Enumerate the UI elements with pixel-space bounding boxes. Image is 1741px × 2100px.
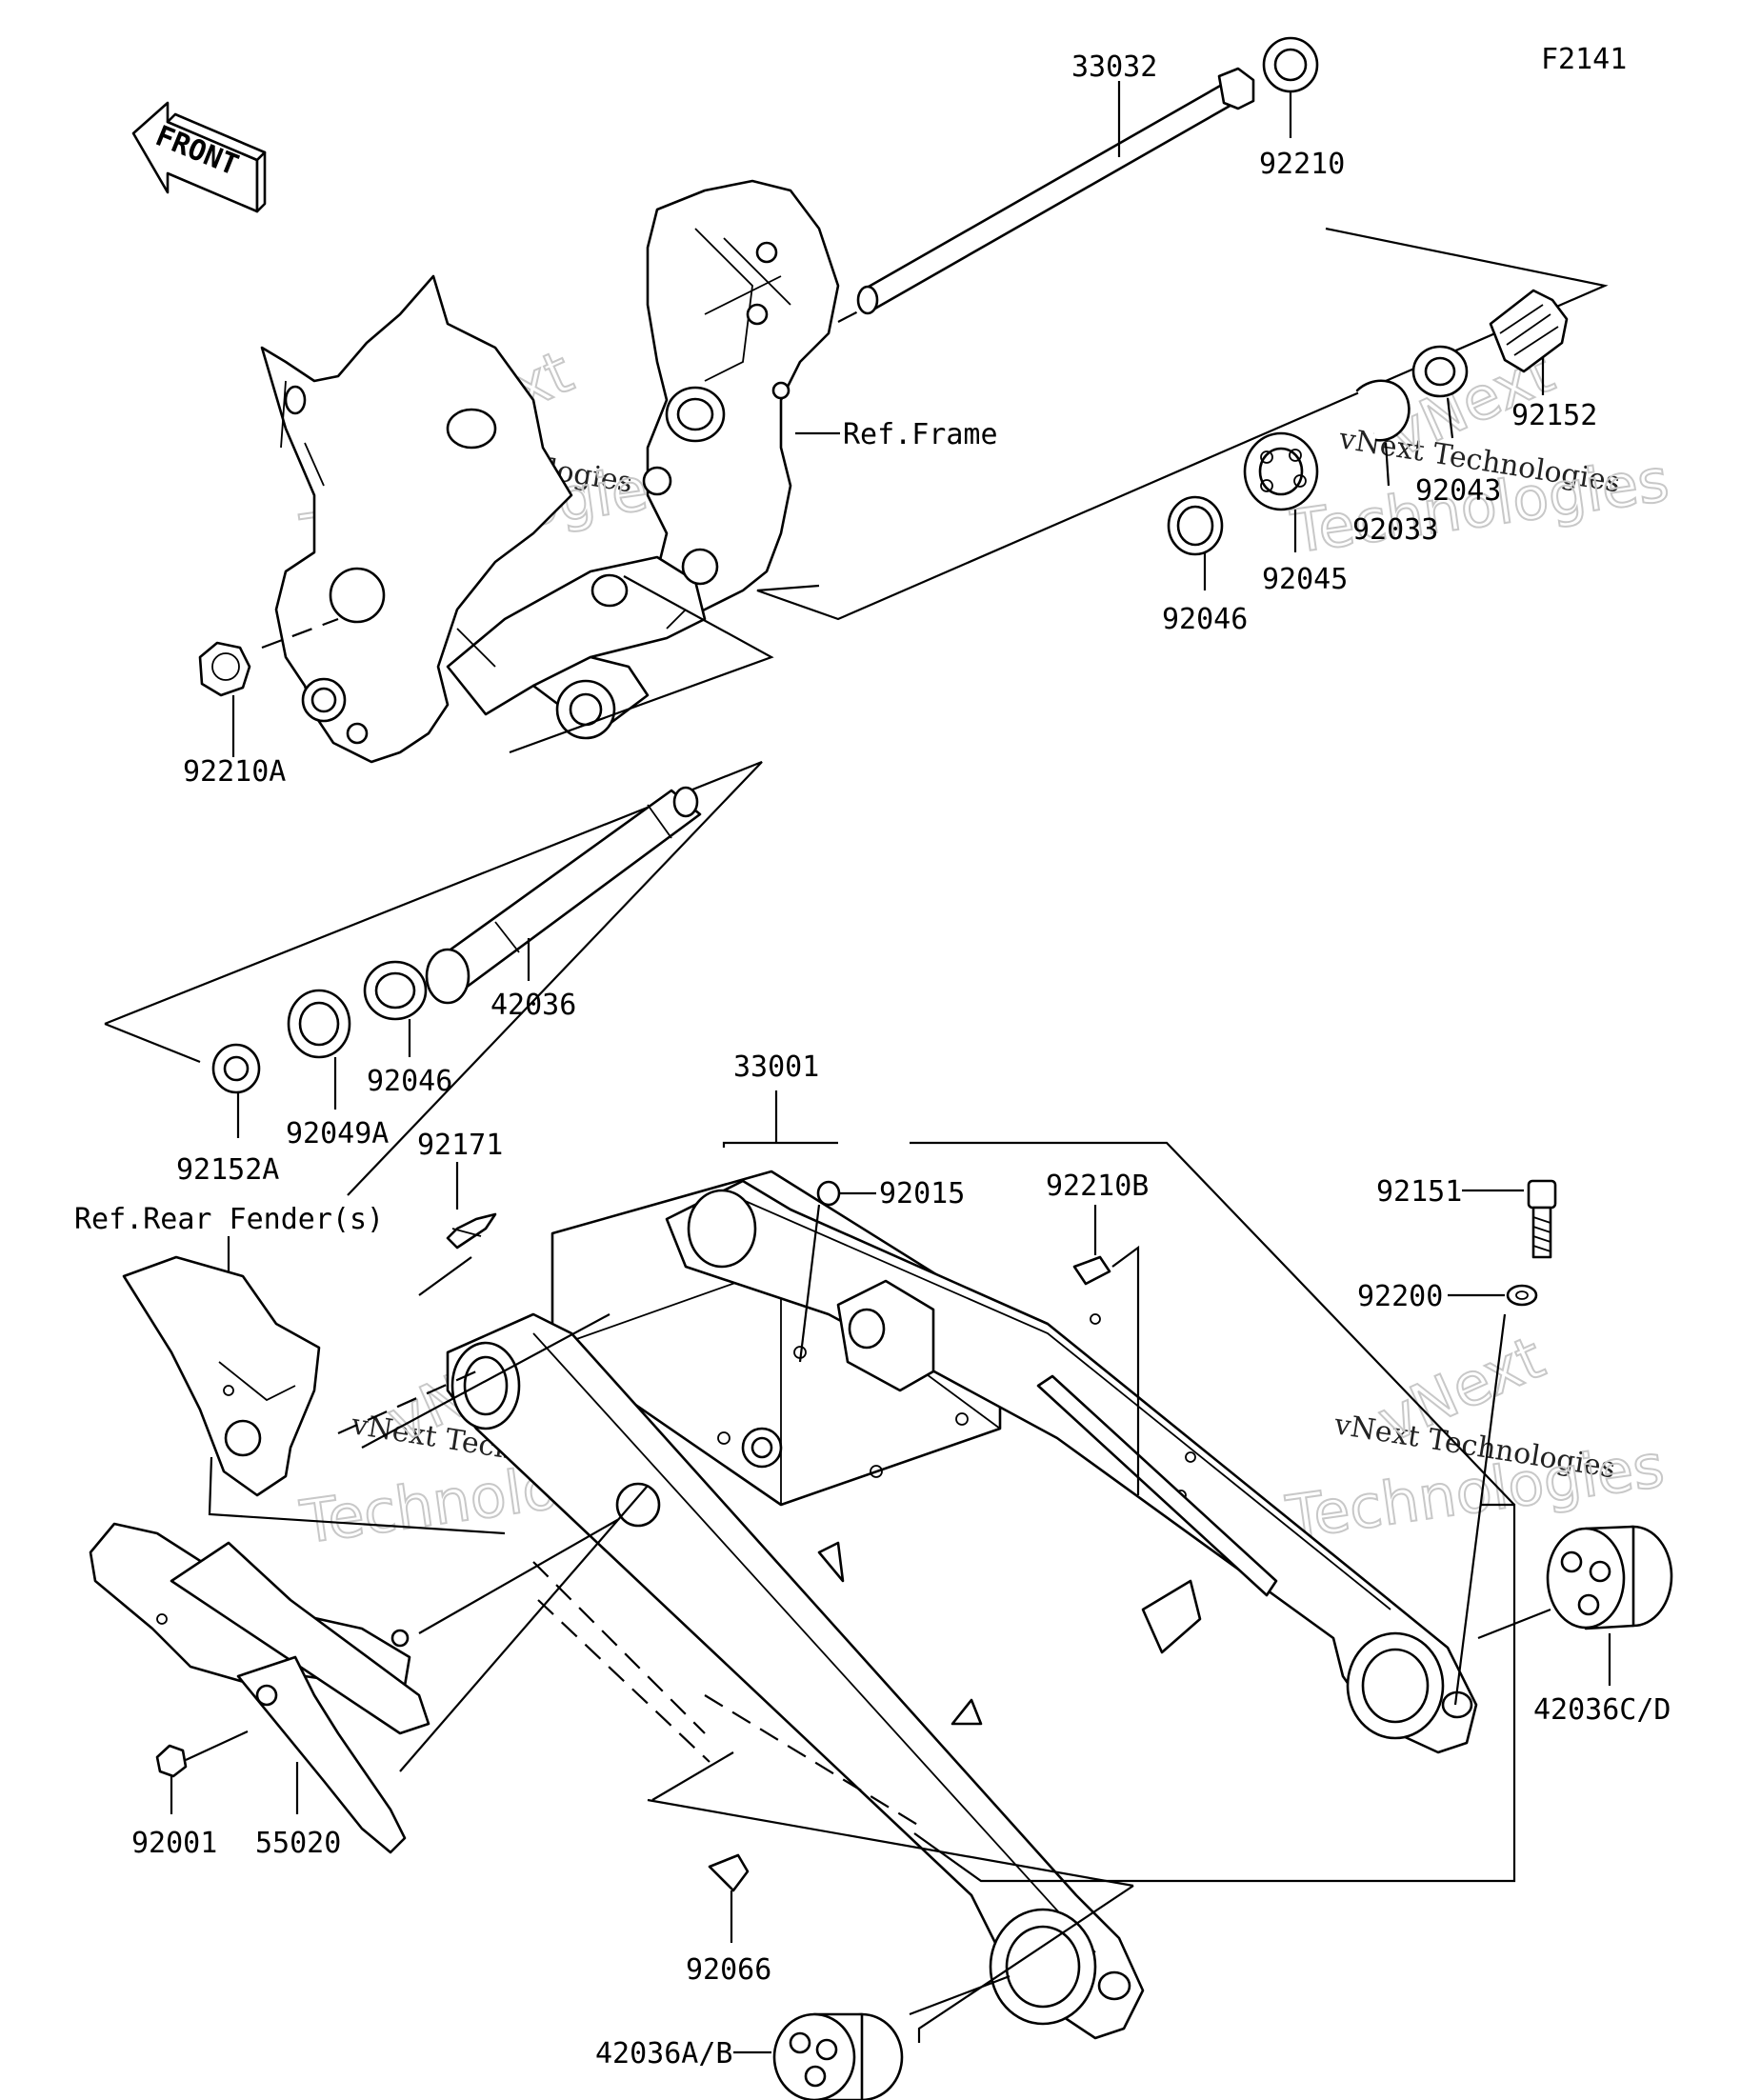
frame-reference-label: Ref.Frame xyxy=(843,418,998,451)
part-number-92033: 92033 xyxy=(1352,513,1438,547)
nut-92210A xyxy=(198,641,251,697)
ball-bearing-92045 xyxy=(1243,431,1319,511)
nut-92210B xyxy=(1072,1255,1111,1286)
needle-bearing-92046 xyxy=(1167,495,1224,556)
bolt-92151 xyxy=(1527,1179,1557,1259)
washer-92200 xyxy=(1506,1284,1538,1307)
circlip-92033 xyxy=(1355,379,1411,442)
front-arrow-icon: FRONT xyxy=(131,101,267,213)
part-number-33001: 33001 xyxy=(733,1050,819,1084)
rear-fender-drawing xyxy=(122,1255,321,1497)
part-number-92045: 92045 xyxy=(1262,563,1348,596)
part-number-92151: 92151 xyxy=(1376,1175,1462,1209)
part-number-33032: 33032 xyxy=(1071,50,1157,84)
part-number-42036AB: 42036A/B xyxy=(595,2037,733,2070)
rear-fender-reference-label: Ref.Rear Fender(s) xyxy=(74,1203,384,1236)
part-number-92043: 92043 xyxy=(1415,474,1501,508)
plug-92015 xyxy=(816,1180,841,1207)
part-number-92152: 92152 xyxy=(1511,399,1597,432)
bushing-42036CD xyxy=(1546,1525,1673,1630)
part-number-92066: 92066 xyxy=(686,1953,771,1987)
chain-guard-55020 xyxy=(89,1522,430,1854)
part-number-55020: 55020 xyxy=(255,1827,341,1860)
part-number-92015: 92015 xyxy=(879,1177,965,1210)
bushing-42036AB xyxy=(772,2012,904,2100)
dust-boot-92152 xyxy=(1489,289,1569,373)
collar-92152A xyxy=(211,1043,261,1094)
part-number-92210A: 92210A xyxy=(183,755,286,789)
pivot-shaft-33032 xyxy=(856,67,1255,315)
part-number-92046: 92046 xyxy=(1162,603,1248,636)
part-number-92210: 92210 xyxy=(1259,148,1345,181)
sleeve-42036 xyxy=(425,786,702,1005)
part-number-92200: 92200 xyxy=(1357,1280,1443,1313)
part-number-92171: 92171 xyxy=(417,1129,503,1162)
part-number-92049A: 92049A xyxy=(286,1117,389,1150)
part-number-92046: 92046 xyxy=(367,1065,452,1098)
bolt-92001 xyxy=(155,1744,188,1778)
swingarm-33001 xyxy=(446,1170,1478,2040)
nut-92210 xyxy=(1262,36,1319,93)
grommet-92066 xyxy=(708,1853,750,1892)
part-number-92152A: 92152A xyxy=(176,1153,279,1187)
figure-code: F2141 xyxy=(1541,43,1627,76)
part-number-92210B: 92210B xyxy=(1046,1170,1149,1203)
part-number-42036: 42036 xyxy=(490,989,576,1022)
clamp-92171 xyxy=(446,1212,497,1250)
oil-seal-92043 xyxy=(1411,345,1469,398)
needle-bearing-92046 xyxy=(363,960,428,1021)
oil-seal-92049A xyxy=(287,989,351,1059)
frame-drawing xyxy=(260,179,840,764)
part-number-92001: 92001 xyxy=(131,1827,217,1860)
part-number-42036CD: 42036C/D xyxy=(1533,1693,1671,1727)
